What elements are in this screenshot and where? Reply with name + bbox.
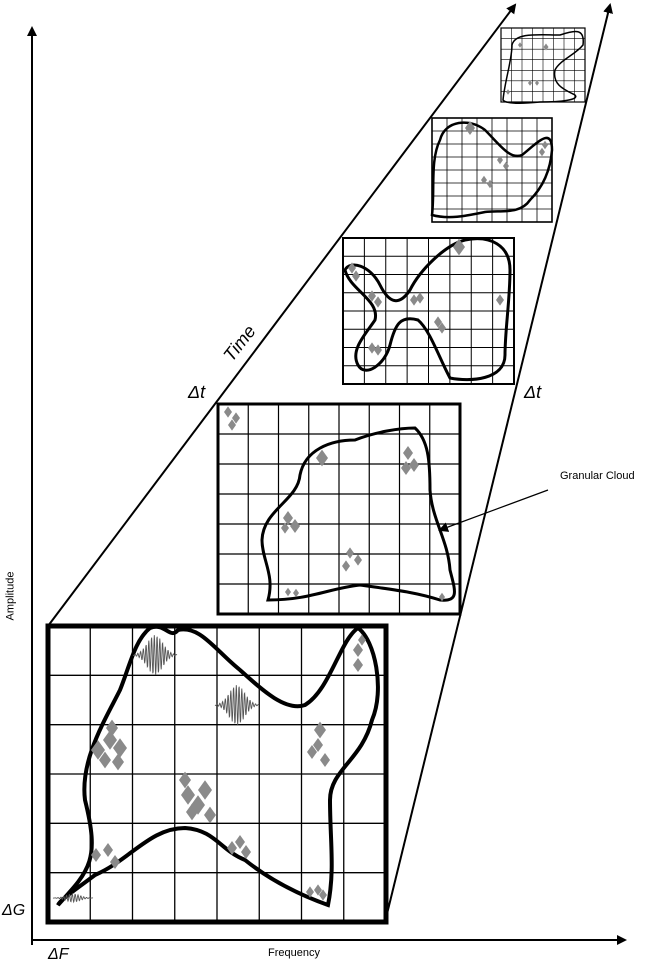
grain-wave-1 — [132, 635, 178, 675]
grain-diamond — [228, 419, 236, 431]
grain-diamond — [290, 519, 300, 533]
grain-diamond — [528, 80, 532, 86]
grain-diamond — [497, 155, 503, 165]
grain-diamond — [181, 785, 195, 805]
grain-diamond — [91, 740, 105, 760]
grain-diamond — [481, 175, 487, 185]
grain-diamond — [410, 294, 418, 306]
grid-frame-2 — [216, 402, 462, 616]
grain-diamond — [403, 446, 413, 460]
grain-diamond — [179, 771, 191, 789]
grid-frame-4 — [431, 117, 553, 223]
grain-diamond — [241, 845, 251, 859]
grain-wave-2 — [214, 685, 260, 725]
grain-diamond — [342, 560, 350, 572]
frequency-axis-label: Frequency — [268, 947, 320, 959]
delta-t-right-label: Δt — [524, 382, 542, 402]
grain-diamond — [354, 554, 362, 566]
grain-diamond — [232, 412, 240, 424]
grain-diamond — [283, 511, 293, 525]
grain-diamond — [198, 780, 212, 800]
grain-diamond — [518, 42, 522, 48]
amplitude-axis-label: Amplitude — [4, 571, 17, 621]
grain-diamond — [496, 294, 504, 306]
grain-diamond — [434, 316, 442, 328]
grain-diamond — [368, 290, 376, 302]
grain-wave-3 — [52, 892, 94, 904]
grain-diamond — [306, 886, 314, 898]
grain-diamond — [539, 147, 545, 157]
grain-diamond — [358, 634, 366, 646]
grain-diamond — [281, 522, 289, 534]
grain-diamond — [503, 161, 509, 171]
grain-diamond — [346, 547, 354, 559]
grid-frame-1 — [45, 623, 389, 925]
grain-diamond — [543, 43, 549, 51]
grain-diamond — [374, 296, 382, 308]
granular-cloud-outline-1 — [56, 624, 380, 908]
granular-cloud-label: Granular Cloud — [560, 470, 635, 482]
grain-diamond — [316, 449, 328, 467]
grain-diamond — [352, 270, 360, 282]
wave-grains — [52, 635, 260, 904]
grain-diamond — [401, 461, 411, 475]
grain-diamond — [235, 835, 245, 849]
grain-diamond — [374, 344, 382, 356]
grain-diamond — [224, 406, 232, 418]
grain-diamond — [416, 292, 424, 304]
grain-diamond — [103, 730, 117, 750]
grain-diamond — [313, 738, 323, 752]
grain-diamond — [439, 592, 445, 602]
delta-f-label: ΔF — [48, 946, 69, 963]
time-perspective-right — [384, 3, 613, 923]
grain-diamond — [320, 753, 330, 767]
grain-diamond — [409, 458, 419, 472]
grain-clusters — [91, 42, 549, 901]
granular-cloud-outline-4 — [430, 121, 554, 219]
grain-diamond — [99, 751, 111, 769]
grid-frame-3 — [342, 237, 515, 385]
granular-cloud-callout-arrow — [438, 489, 549, 532]
grain-diamond — [487, 179, 493, 189]
grain-diamond — [542, 140, 548, 150]
grain-diamond — [453, 238, 465, 256]
grain-diamond — [314, 721, 326, 739]
grain-diamond — [103, 843, 113, 857]
grain-diamond — [112, 753, 124, 771]
granular-cloud-outline-5 — [502, 30, 584, 105]
granular-cloud-outline-3 — [343, 237, 512, 382]
grain-diamond — [368, 342, 376, 354]
grain-diamond — [535, 80, 539, 86]
grain-diamond — [307, 745, 317, 759]
grain-diamond — [227, 841, 237, 855]
grain-diamond — [465, 121, 475, 135]
grain-diamond — [191, 795, 205, 815]
grain-diamond — [113, 738, 127, 758]
grain-diamond — [204, 806, 216, 824]
grain-diamond — [186, 803, 198, 821]
grain-diamond — [293, 588, 299, 598]
grain-diamond — [353, 643, 363, 657]
grain-diamond — [348, 262, 356, 274]
grain-diamond — [91, 848, 101, 862]
delta-t-left-label: Δt — [188, 382, 206, 402]
delta-g-label: ΔG — [2, 902, 26, 919]
grain-diamond — [285, 587, 291, 597]
time-perspective-left — [47, 3, 517, 627]
grain-diamond — [353, 658, 363, 672]
grain-diamond — [110, 855, 120, 869]
grain-diamond — [106, 719, 118, 737]
grain-diamond — [314, 884, 322, 896]
grain-diamond — [438, 322, 446, 334]
grain-diamond — [319, 889, 327, 901]
grid-frames — [45, 27, 586, 925]
granular-cloud-outline-2 — [260, 426, 456, 602]
grid-frame-5 — [500, 27, 586, 103]
grain-diamond — [506, 89, 510, 95]
